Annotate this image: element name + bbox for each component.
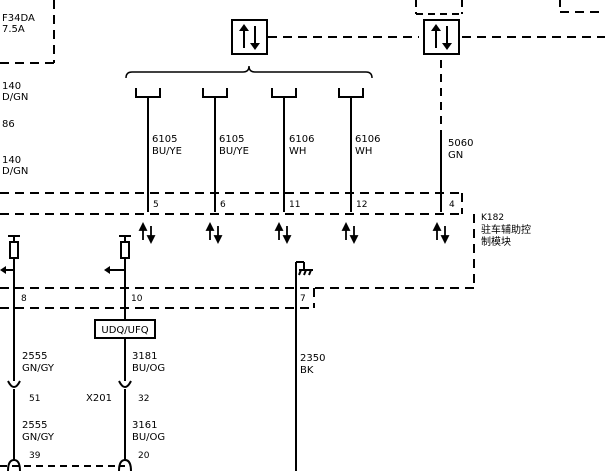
sensor-group-brace [125, 65, 373, 79]
bidirectional-arrow-icon [341, 221, 359, 245]
module-pins-bottom: 8 10 7 [21, 294, 306, 304]
connector-x201: 51 X201 32 [29, 393, 149, 404]
connector-ref: X201 [86, 393, 112, 404]
serial-data-icon [231, 19, 268, 55]
left-wire-3-circuit: 140 [2, 155, 21, 166]
wire-circuit: 6106 [355, 134, 380, 145]
connector-pin: 51 [29, 394, 40, 404]
pin-number: 4 [449, 200, 455, 210]
ground-wire-color: BK [300, 365, 314, 376]
left-wire-3-color: D/GN [2, 166, 28, 177]
bidirectional-arrow-icon [432, 221, 450, 245]
top-wire-labels: 6105 BU/YE 6105 BU/YE 6106 WH 6106 WH 50… [152, 134, 473, 161]
internal-circuit-left [0, 235, 20, 290]
wire-circuit: 2555 [22, 351, 47, 362]
bidirectional-arrow-icon [138, 221, 156, 245]
pin-number: 10 [131, 294, 143, 304]
connector-pin: 32 [138, 394, 149, 404]
fuse-rating: 7.5A [2, 24, 25, 35]
lower-wires [7, 290, 297, 471]
left-wire-labels: 140 D/GN 86 140 D/GN [2, 81, 28, 177]
fuse-box: F34DA 7.5A [0, 0, 55, 64]
wire-circuit: 6105 [219, 134, 244, 145]
wire-circuit: 6106 [289, 134, 314, 145]
wire-color: GN [448, 150, 463, 161]
ground-icon [295, 261, 313, 290]
wire-circuit: 5060 [448, 138, 473, 149]
pin-number: 8 [21, 294, 27, 304]
pin-number: 20 [138, 451, 150, 461]
sensor-connectors [135, 88, 364, 98]
left-wire-2-circuit: 86 [2, 119, 15, 130]
internal-circuit-right [104, 235, 131, 290]
option-box: UDQ/UFQ [94, 319, 156, 339]
wire-circuit: 3181 [132, 351, 157, 362]
pin-number: 7 [300, 294, 306, 304]
lower-wire-labels: 2555 GN/GY 3181 BU/OG 2350 BK [22, 351, 325, 376]
wire-color: GN/GY [22, 363, 55, 374]
module-name-line-2: 制模块 [481, 235, 511, 248]
wire-color: GN/GY [22, 432, 55, 443]
pin-number: 39 [29, 451, 41, 461]
bottom-wire-labels: 2555 GN/GY 3161 BU/OG 39 20 [22, 420, 165, 461]
wire-circuit: 2555 [22, 420, 47, 431]
fuse-name: F34DA [2, 13, 35, 24]
module-outline [0, 192, 475, 309]
wire-color: BU/OG [132, 432, 165, 443]
bidirectional-arrow-icons [138, 221, 450, 245]
pin-number: 6 [220, 200, 226, 210]
bidirectional-arrow-icon [274, 221, 292, 245]
wire-circuit: 6105 [152, 134, 177, 145]
wire-color: BU/OG [132, 363, 165, 374]
option-label: UDQ/UFQ [101, 325, 148, 336]
module-pins-top: 5 6 11 12 4 [153, 200, 455, 210]
module-label: K182 驻车辅助控 制模块 [481, 213, 531, 248]
pin-number: 12 [356, 200, 367, 210]
module-ref: K182 [481, 213, 504, 223]
top-right-boundary [268, 0, 605, 130]
ground-wire-circuit: 2350 [300, 353, 325, 364]
bidirectional-arrow-icon [205, 221, 223, 245]
wire-color: BU/YE [152, 146, 182, 157]
wire-color: WH [289, 146, 306, 157]
module-name-line-1: 驻车辅助控 [481, 223, 531, 236]
pin-number: 5 [153, 200, 159, 210]
wire-circuit: 3161 [132, 420, 157, 431]
left-wire-1-color: D/GN [2, 92, 28, 103]
wire-color: WH [355, 146, 372, 157]
serial-data-icon [423, 19, 460, 55]
pin-number: 11 [289, 200, 300, 210]
left-wire-1-circuit: 140 [2, 81, 21, 92]
wire-color: BU/YE [219, 146, 249, 157]
